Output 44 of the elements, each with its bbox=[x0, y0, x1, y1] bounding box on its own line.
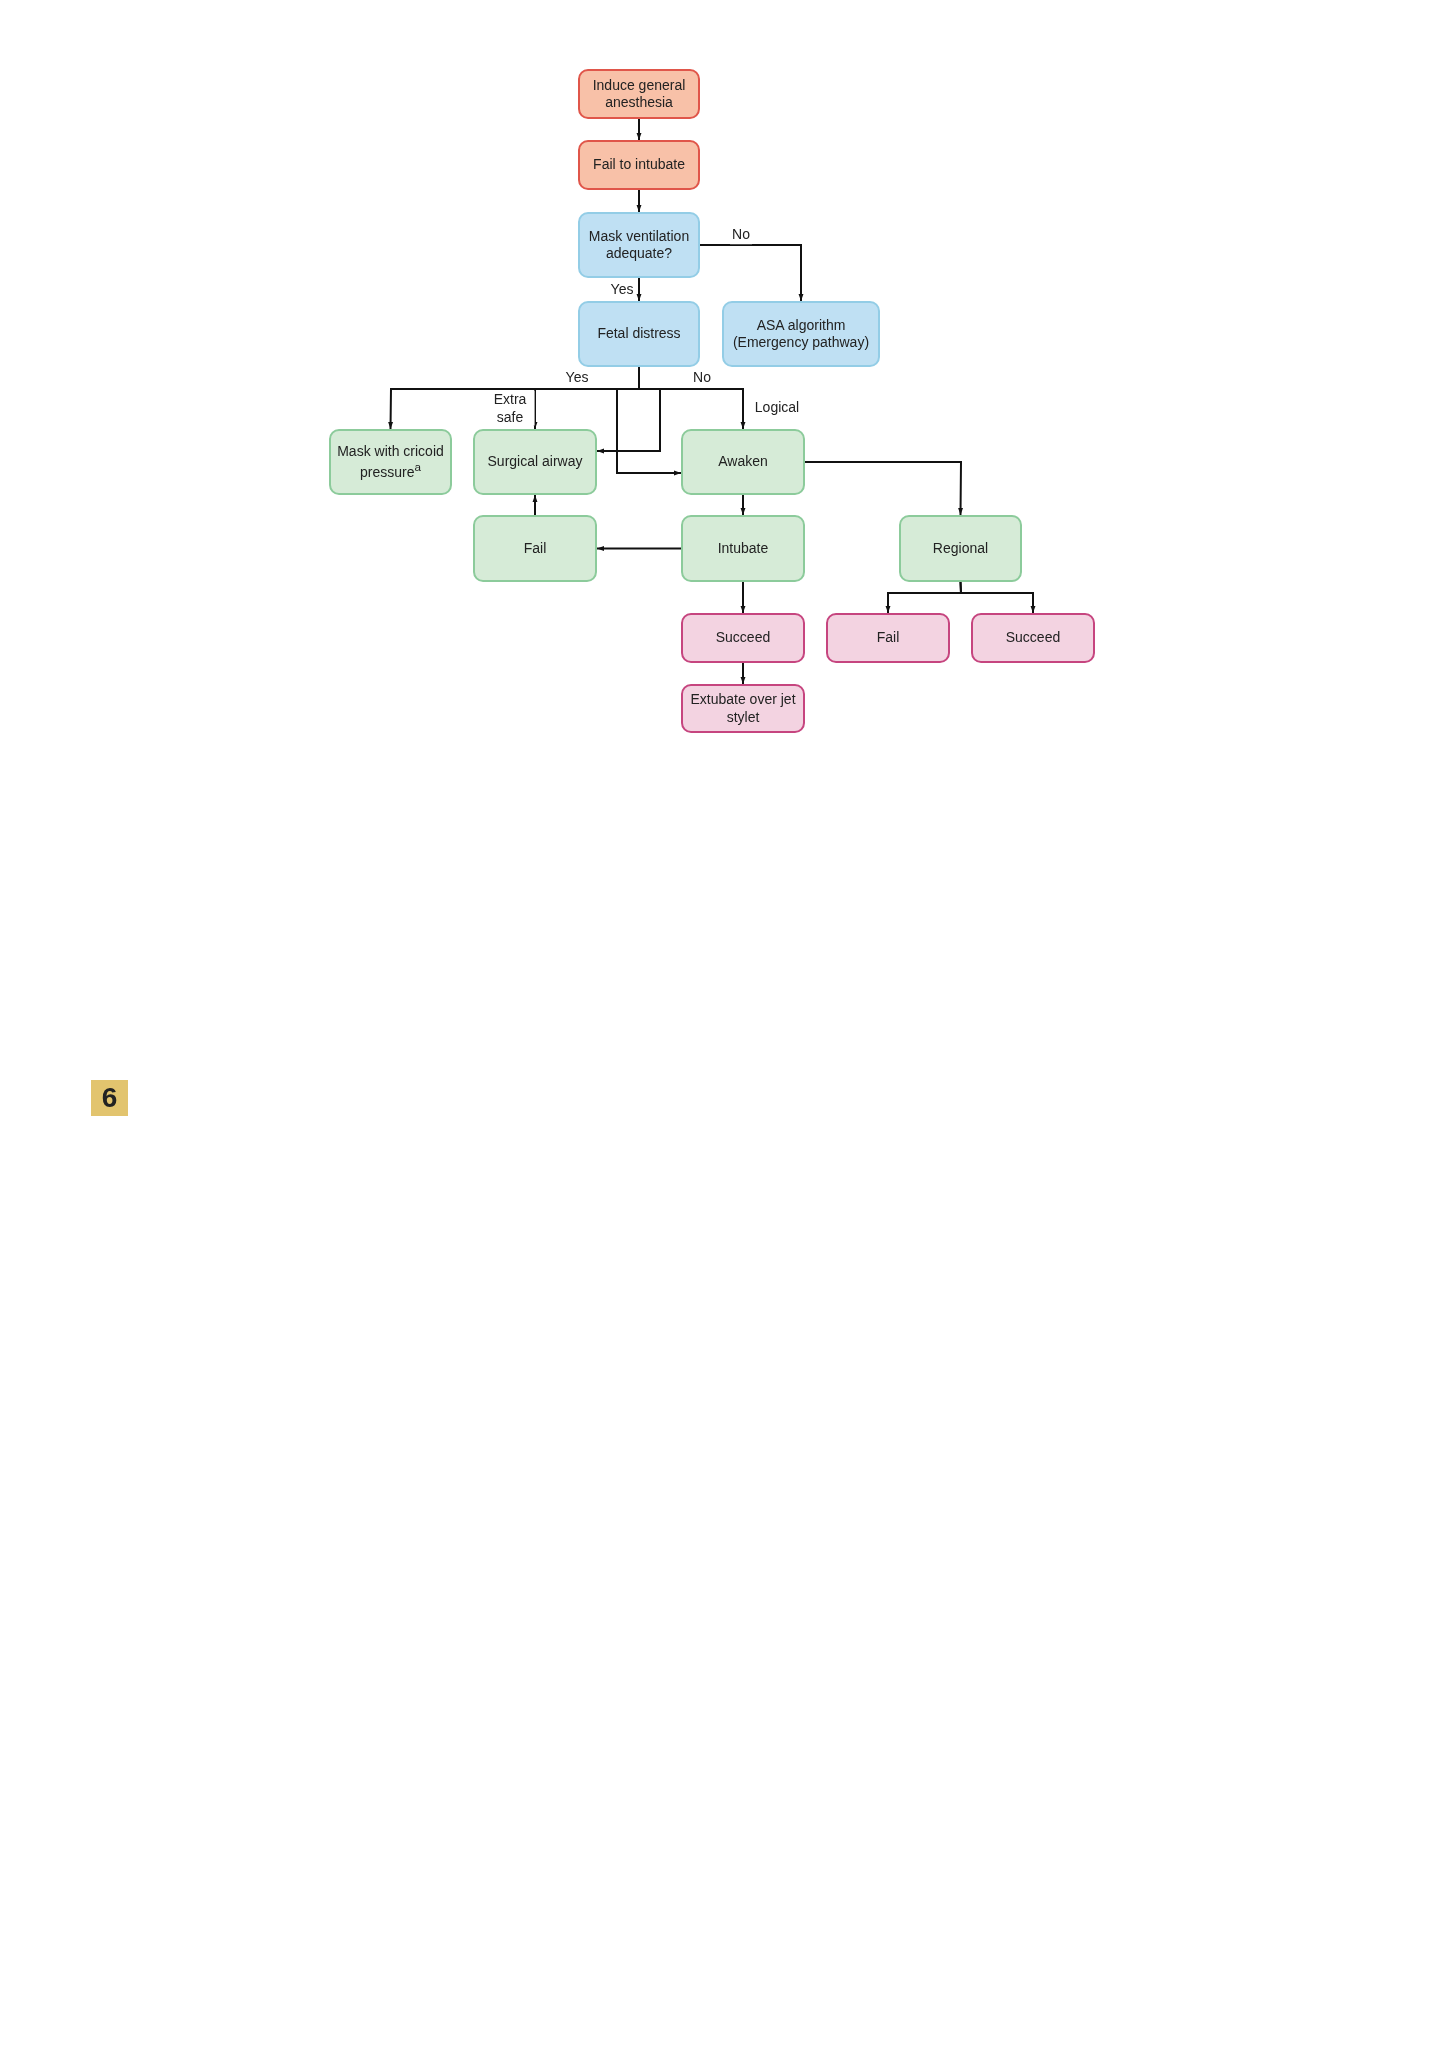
node-text: Succeed bbox=[1005, 629, 1061, 647]
arrow bbox=[740, 581, 746, 614]
process-box bbox=[578, 140, 700, 190]
process-box bbox=[473, 515, 597, 582]
node-text: Mask with cricoid pressure$^{a}$ bbox=[336, 442, 445, 482]
node-text: Fail bbox=[523, 539, 547, 558]
node-text: Fail to intubate bbox=[593, 156, 685, 174]
arrow bbox=[740, 662, 746, 685]
node-text: Awaken bbox=[718, 453, 768, 471]
arrow bbox=[596, 546, 682, 551]
process-box bbox=[578, 69, 700, 119]
node-text: Fetal distress bbox=[597, 325, 681, 343]
process-box bbox=[578, 301, 700, 367]
node-text: Extubate over jet stylet bbox=[689, 691, 797, 726]
node-text: Succeed bbox=[715, 629, 771, 647]
node-text: Mask ventilation adequate? bbox=[587, 227, 691, 263]
node-text: Regional bbox=[932, 539, 989, 558]
process-box bbox=[722, 301, 880, 367]
node-text: Intubate bbox=[717, 539, 769, 558]
node-text: Induce general anesthesia bbox=[591, 76, 687, 112]
arrow bbox=[636, 189, 642, 213]
process-box bbox=[971, 613, 1095, 663]
arrow bbox=[616, 366, 682, 476]
process-box bbox=[899, 515, 1022, 582]
arrow bbox=[636, 118, 642, 141]
node-text: ASA algorithm (Emergency pathway) bbox=[731, 316, 871, 352]
arrow bbox=[636, 277, 642, 302]
process-box bbox=[681, 515, 805, 582]
edge-label: Logical bbox=[752, 399, 802, 417]
arrow bbox=[804, 461, 963, 516]
node-text: Fail bbox=[876, 629, 900, 647]
decision-box bbox=[578, 212, 700, 278]
arrow bbox=[699, 244, 804, 302]
process-box bbox=[681, 613, 805, 663]
process-box bbox=[826, 613, 950, 663]
arrow bbox=[740, 494, 746, 516]
process-box bbox=[681, 429, 805, 495]
arrow bbox=[959, 581, 1036, 614]
arrow bbox=[532, 494, 538, 516]
process-box bbox=[681, 684, 805, 733]
process-box bbox=[329, 429, 452, 495]
page-number-badge: 6 bbox=[91, 1080, 128, 1116]
node-text: Surgical airway bbox=[487, 453, 583, 471]
process-box bbox=[473, 429, 597, 495]
